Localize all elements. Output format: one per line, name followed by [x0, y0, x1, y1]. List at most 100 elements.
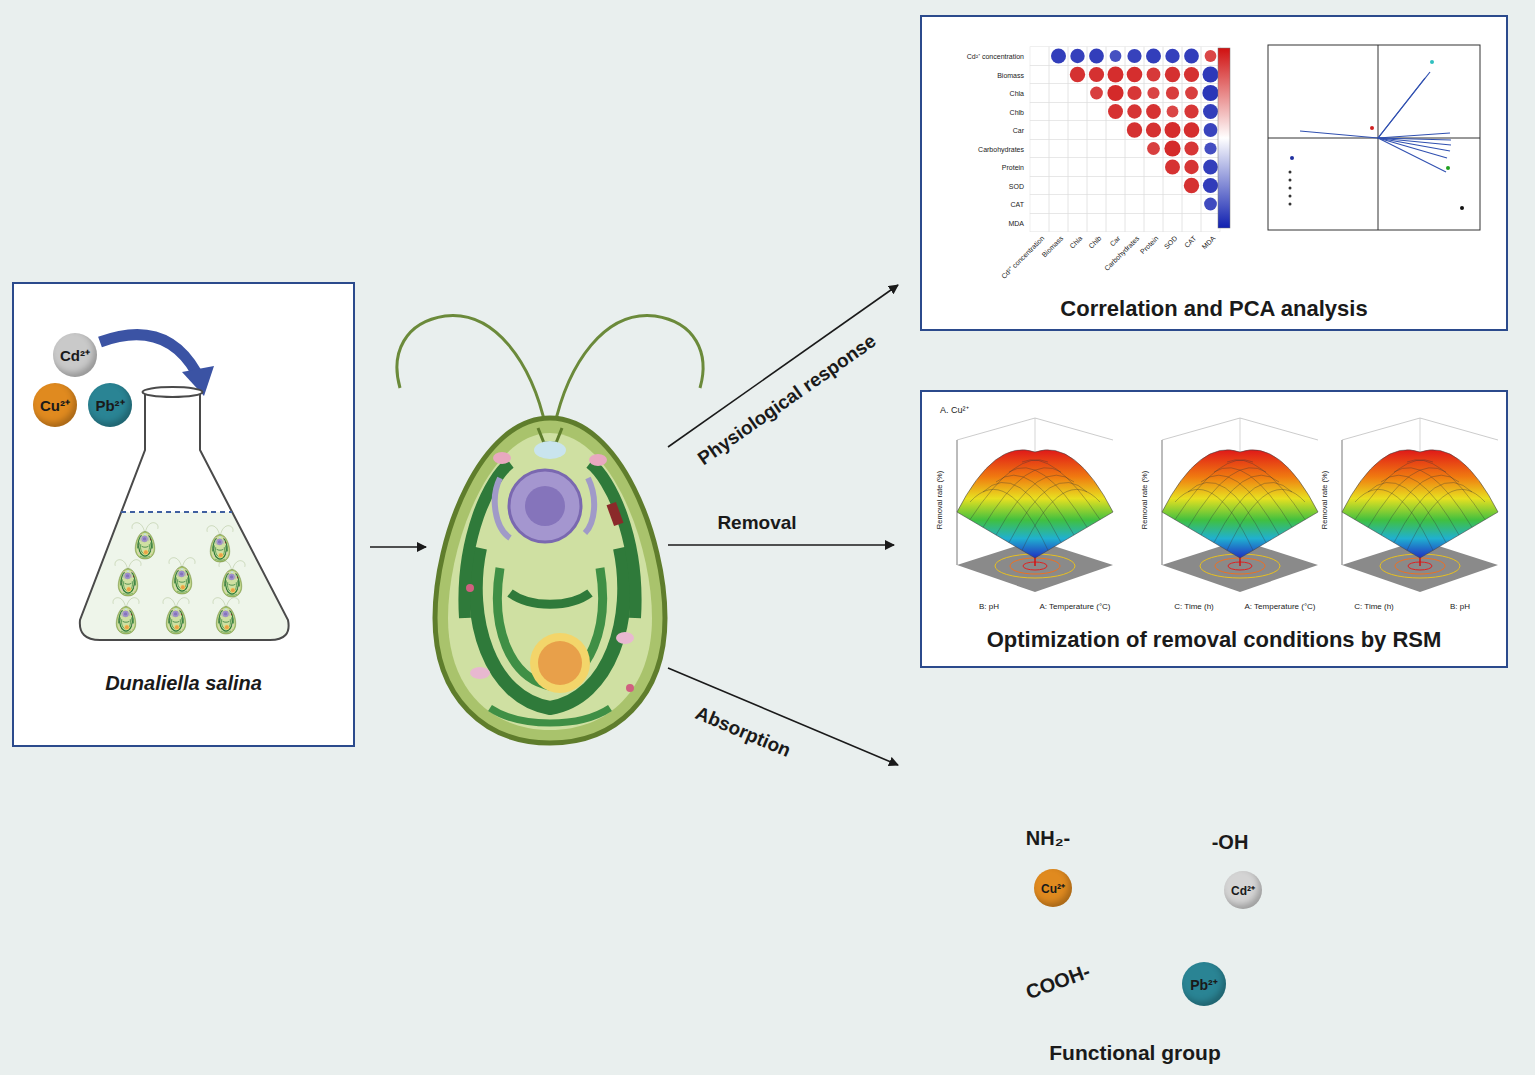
axis-label: B: pH	[979, 602, 999, 611]
axis-label: SOD	[1009, 182, 1024, 189]
mesh	[1355, 460, 1433, 520]
heat-dot	[1166, 86, 1179, 99]
heat-dot	[1127, 86, 1141, 100]
axis-label: A. Cu²⁺	[940, 403, 969, 416]
axis-label: C: Time (h)	[1174, 602, 1214, 611]
functional-group-label: NH₂-	[1026, 827, 1070, 850]
axis-label: Chla	[1068, 234, 1083, 249]
axis-label: Removal rate (%)	[1320, 471, 1329, 529]
mesh	[1022, 460, 1100, 520]
mesh	[1381, 475, 1459, 535]
heat-cell	[1068, 102, 1087, 121]
panel-title: Optimization of removal conditions by RS…	[987, 627, 1442, 653]
heat-dot	[1165, 122, 1181, 138]
mesh	[1407, 460, 1485, 520]
heat-cell	[1125, 102, 1144, 121]
ion-label: Pb²⁺	[1190, 975, 1218, 994]
mesh	[1214, 482, 1292, 542]
axis	[957, 418, 1035, 440]
heat-cell	[1068, 213, 1087, 232]
mesh	[1175, 460, 1253, 520]
heat-cell	[1049, 213, 1068, 232]
heat-cell	[1030, 84, 1049, 103]
heat-dot	[1146, 49, 1161, 64]
heat-cell	[1049, 47, 1068, 66]
surface	[1162, 450, 1318, 558]
heat-cell	[1087, 195, 1106, 214]
axis-label: Chlb	[1087, 234, 1102, 249]
heat-dot	[1051, 49, 1066, 64]
heat-cell	[1163, 176, 1182, 195]
heat-cell	[1144, 213, 1163, 232]
mesh	[1009, 482, 1087, 542]
panel-box: Optimization of removal conditions by RS…	[920, 390, 1508, 668]
heat-cell	[1201, 158, 1220, 177]
heat-dot	[1202, 85, 1218, 101]
heat-cell	[1201, 213, 1220, 232]
axis-label: MDA	[1008, 219, 1024, 226]
heat-cell	[1068, 195, 1087, 214]
mesh	[1188, 482, 1266, 542]
heat-dot	[1204, 142, 1216, 154]
heat-cell	[1106, 102, 1125, 121]
heat-cell	[1144, 47, 1163, 66]
ion-circle: Cu²⁺	[1034, 869, 1072, 907]
heat-cell	[1201, 65, 1220, 84]
heat-dot	[1185, 87, 1198, 100]
mesh	[1381, 475, 1459, 535]
heat-cell	[1125, 121, 1144, 140]
heat-cell	[1125, 65, 1144, 84]
heat-dot	[1127, 49, 1141, 63]
heat-cell	[1087, 139, 1106, 158]
heat-cell	[1182, 121, 1201, 140]
axis-label: Chlb	[1010, 108, 1024, 115]
heat-dot	[1203, 104, 1218, 119]
heat-dot	[1165, 49, 1179, 63]
heat-dot	[1164, 140, 1180, 156]
heat-dot	[1127, 67, 1143, 83]
mesh	[970, 489, 1048, 550]
heat-dot	[1108, 67, 1124, 83]
mesh	[1227, 460, 1305, 520]
heat-cell	[1201, 121, 1220, 140]
axis-label: MDA	[1200, 234, 1216, 250]
heat-cell	[1106, 195, 1125, 214]
heat-cell	[1125, 176, 1144, 195]
axis	[1420, 418, 1498, 440]
heat-cell	[1030, 195, 1049, 214]
heat-cell	[1087, 176, 1106, 195]
heat-cell	[1144, 65, 1163, 84]
axis-label: CAT	[1011, 201, 1024, 208]
axis-label: CAT	[1182, 234, 1196, 248]
heat-dot	[1165, 67, 1180, 82]
heat-cell	[1182, 176, 1201, 195]
heat-cell	[1163, 213, 1182, 232]
axis-label: Car	[1108, 234, 1121, 247]
heat-cell	[1049, 121, 1068, 140]
panel-box: Correlation and PCA analysis	[920, 15, 1508, 331]
mesh	[1201, 475, 1279, 535]
axis	[1162, 440, 1163, 565]
heat-cell	[1087, 121, 1106, 140]
heat-cell	[1182, 84, 1201, 103]
heat-cell	[1182, 213, 1201, 232]
ion-circle: Cd²⁺	[53, 333, 97, 377]
heat-dot	[1090, 87, 1103, 100]
axis-label: Chla	[1010, 90, 1024, 97]
heat-cell	[1163, 139, 1182, 158]
surface	[957, 450, 1113, 558]
heat-dot	[1184, 122, 1200, 138]
heat-cell	[1106, 176, 1125, 195]
heat-cell	[1068, 84, 1087, 103]
heat-cell	[1049, 176, 1068, 195]
heat-cell	[1106, 121, 1125, 140]
mesh	[1407, 489, 1485, 550]
heat-cell	[1049, 84, 1068, 103]
heat-cell	[1068, 65, 1087, 84]
axis-label: SOD	[1162, 234, 1178, 250]
heat-cell	[1125, 158, 1144, 177]
axis-label: A: Temperature (°C)	[1244, 602, 1315, 611]
ion-circle: Cu²⁺	[33, 383, 77, 427]
heat-dot	[1184, 178, 1199, 193]
